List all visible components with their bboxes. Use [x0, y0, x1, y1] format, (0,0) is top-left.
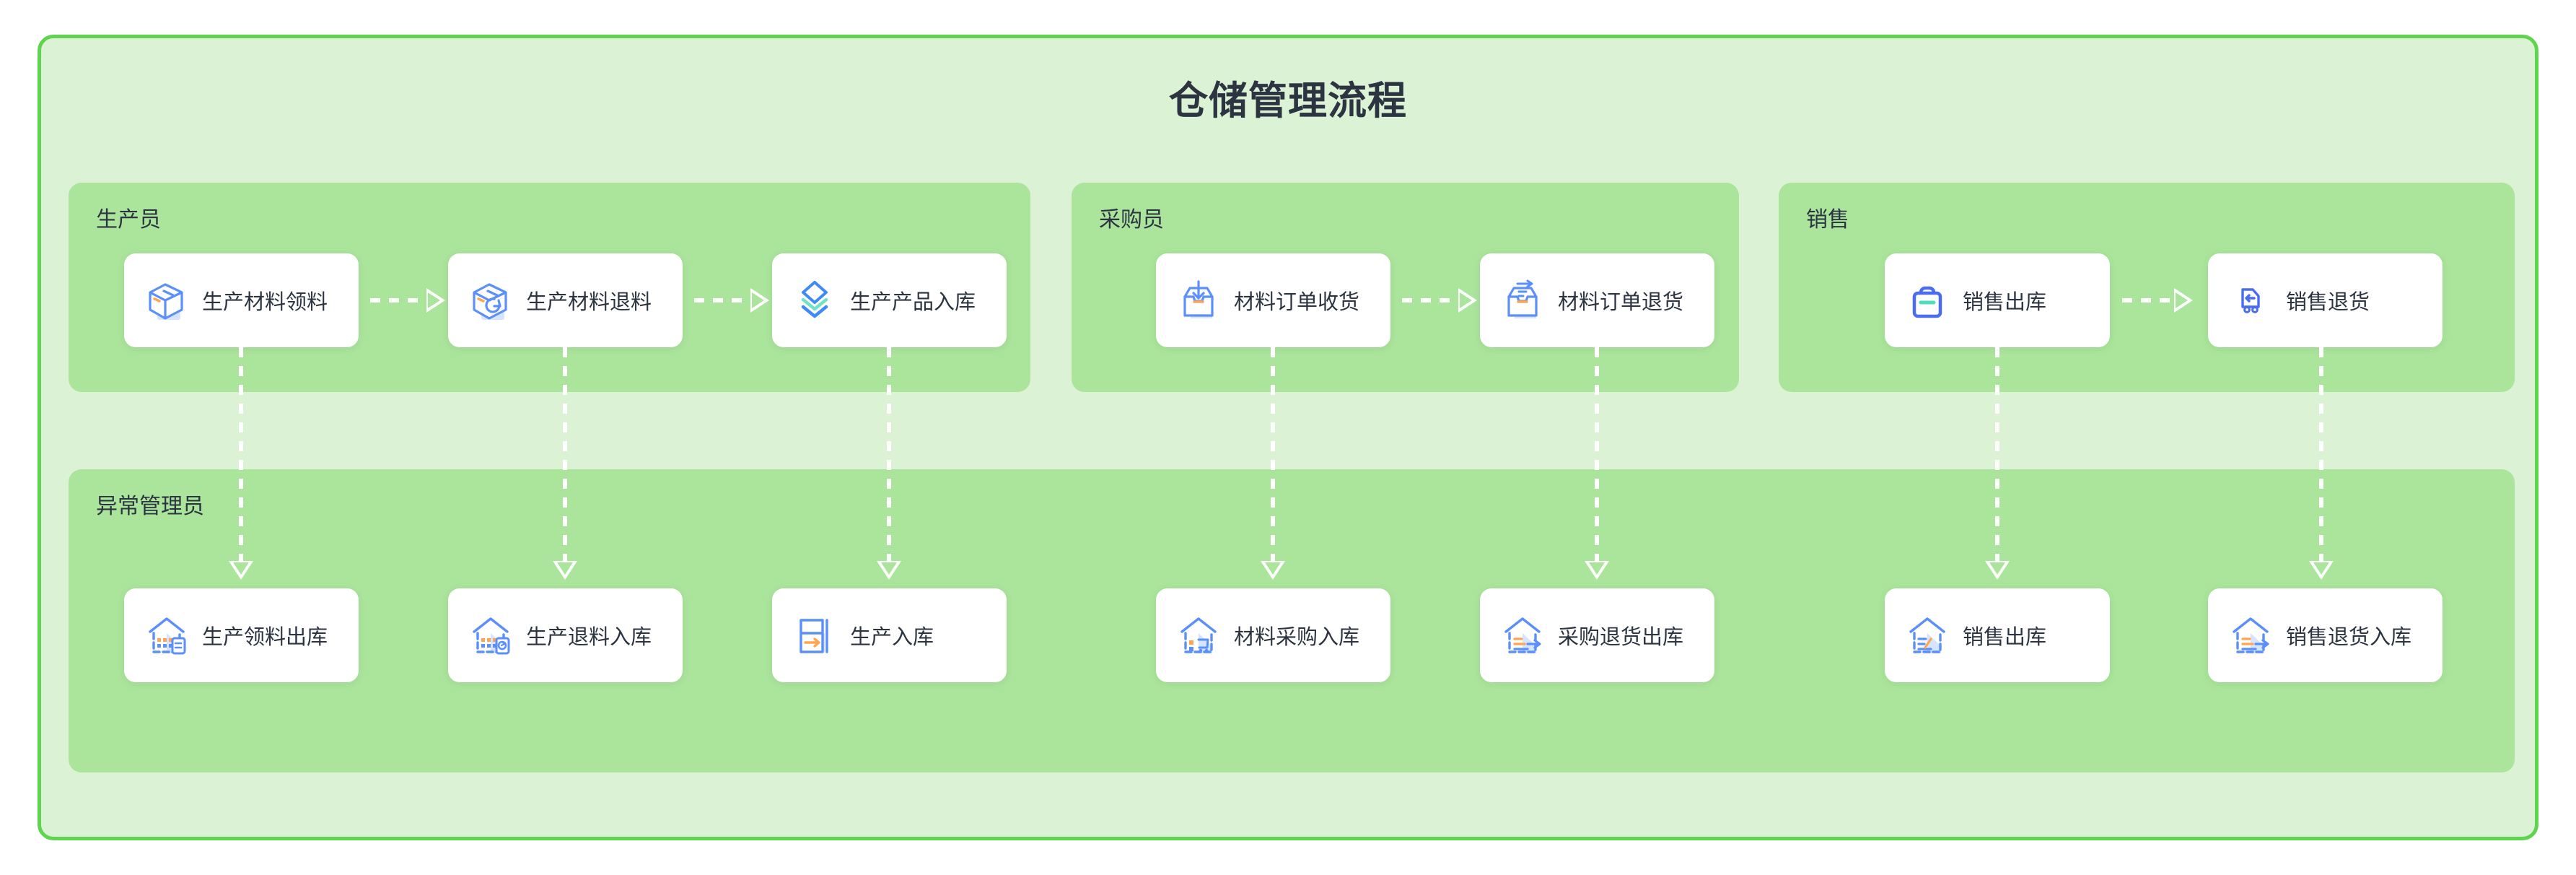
swimlane-title-exception-manager: 异常管理员 [96, 495, 204, 518]
swimlane-title-sales: 销售 [1806, 208, 1849, 232]
card-sales-return-inbound[interactable]: 销售退货入库 [2208, 588, 2443, 682]
arrow-head-v-5 [1585, 561, 1609, 580]
layers-icon [791, 277, 838, 324]
card-sales-outbound-bottom[interactable]: 销售出库 [1885, 588, 2110, 682]
connector-h-sales-out-to-return [2122, 298, 2174, 302]
connector-h-issue-to-return [370, 298, 426, 302]
card-label: 材料订单退货 [1558, 291, 1684, 314]
card-label: 生产领料出库 [202, 626, 328, 649]
swimlane-title-producer: 生产员 [96, 208, 161, 232]
arrow-head-receive-to-return [1458, 288, 1477, 313]
warehouse-doc-icon [1903, 611, 1951, 659]
warehouse-return-icon [467, 611, 514, 659]
connector-v-7 [2319, 347, 2323, 561]
card-buy-return-outbound[interactable]: 采购退货出库 [1480, 588, 1714, 682]
arrow-head-v-4 [1261, 561, 1285, 580]
card-label: 生产材料退料 [526, 291, 652, 314]
warehouse-arrow-icon [2227, 611, 2274, 659]
connector-v-1 [239, 347, 243, 561]
arrow-head-return-to-inbound [750, 288, 769, 313]
connector-v-4 [1271, 347, 1275, 561]
card-prod-inbound[interactable]: 生产入库 [772, 588, 1007, 682]
container-in-icon [791, 611, 838, 659]
connector-v-6 [1995, 347, 1999, 561]
card-label: 生产退料入库 [526, 626, 652, 649]
connector-v-2 [563, 347, 567, 561]
card-prod-issue-outbound[interactable]: 生产领料出库 [124, 588, 359, 682]
card-prod-product-inbound[interactable]: 生产产品入库 [772, 253, 1007, 347]
flowchart-canvas: 仓储管理流程 生产员 生产材料领料 [38, 35, 2538, 840]
warehouse-cart-icon [1175, 611, 1222, 659]
card-label: 生产入库 [850, 626, 934, 649]
connector-v-5 [1595, 347, 1599, 561]
card-prod-material-return[interactable]: 生产材料退料 [448, 253, 683, 347]
card-material-buy-inbound[interactable]: 材料采购入库 [1156, 588, 1390, 682]
card-prod-return-inbound[interactable]: 生产退料入库 [448, 588, 683, 682]
inbox-out-icon [1499, 277, 1546, 324]
briefcase-icon [1903, 277, 1951, 324]
inbox-down-icon [1175, 277, 1222, 324]
card-label: 销售出库 [1963, 291, 2047, 314]
arrow-head-v-3 [877, 561, 901, 580]
card-label: 生产材料领料 [202, 291, 328, 314]
card-sales-outbound[interactable]: 销售出库 [1885, 253, 2110, 347]
card-label: 销售出库 [1963, 626, 2047, 649]
arrow-head-issue-to-return [426, 288, 445, 313]
warehouse-out-icon [143, 611, 190, 659]
connector-v-3 [887, 347, 891, 561]
arrow-head-sales-out-to-return [2174, 288, 2193, 313]
page-title: 仓储管理流程 [1169, 79, 1407, 123]
card-label: 材料订单收货 [1234, 291, 1360, 314]
connector-h-receive-to-return [1402, 298, 1458, 302]
arrow-head-v-2 [553, 561, 577, 580]
card-label: 销售退货入库 [2286, 626, 2412, 649]
card-material-order-receive[interactable]: 材料订单收货 [1156, 253, 1390, 347]
card-label: 材料采购入库 [1234, 626, 1360, 649]
box-return-icon [467, 277, 514, 324]
warehouse-arrow-icon [1499, 611, 1546, 659]
card-label: 生产产品入库 [850, 291, 976, 314]
connector-h-return-to-inbound [694, 298, 750, 302]
card-prod-material-issue[interactable]: 生产材料领料 [124, 253, 359, 347]
arrow-head-v-6 [1985, 561, 2010, 580]
card-material-order-return[interactable]: 材料订单退货 [1480, 253, 1714, 347]
swimlane-title-purchaser: 采购员 [1099, 208, 1164, 232]
box-icon [143, 277, 190, 324]
card-label: 采购退货出库 [1558, 626, 1684, 649]
arrow-head-v-1 [229, 561, 253, 580]
truck-return-icon [2227, 277, 2274, 324]
card-label: 销售退货 [2286, 291, 2370, 314]
card-sales-return[interactable]: 销售退货 [2208, 253, 2443, 347]
arrow-head-v-7 [2309, 561, 2334, 580]
